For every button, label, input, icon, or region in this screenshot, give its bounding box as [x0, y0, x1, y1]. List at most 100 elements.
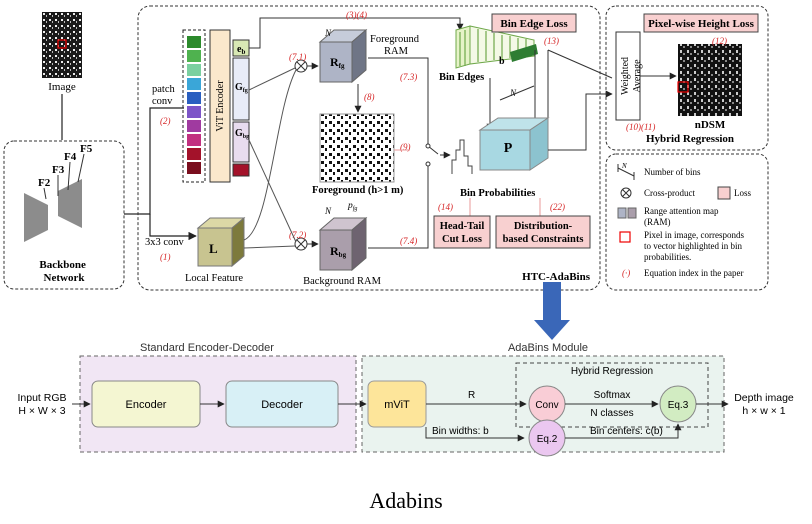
weighted-average-label: WeightedAverage: [620, 57, 643, 95]
eq-22: (22): [550, 202, 565, 212]
conv3x3-label: 3x3 conv: [145, 237, 185, 248]
legend-loss-icon: [717, 186, 731, 200]
image-label: Image: [48, 81, 76, 93]
legend-box: [605, 153, 769, 291]
gbg-box: [232, 121, 250, 163]
b-label: b: [499, 56, 505, 67]
eq-12: (12): [712, 36, 727, 46]
adabins-title: AdaBins Module: [508, 342, 588, 354]
backbone-label-line1: Backbone: [39, 259, 86, 271]
legend-cross: Cross-product: [644, 188, 695, 198]
distribution-constraints-box: [495, 215, 591, 249]
blue-down-arrow: [534, 282, 570, 340]
backbone-box: [3, 140, 125, 290]
background-ram-cube: [318, 216, 368, 272]
feature-f3: F3: [52, 164, 65, 176]
nclasses-label: N classes: [590, 408, 633, 419]
legend-ram-icon: [617, 207, 637, 219]
bin-probabilities-label: Bin Probabilities: [460, 188, 535, 199]
figure-caption: Adabins: [369, 488, 442, 513]
pixel-height-loss-box: [643, 13, 759, 33]
bin-edge-loss-box: [491, 13, 577, 33]
bin-probabilities-cube: [451, 117, 550, 174]
feature-f4: F4: [64, 151, 77, 163]
gfg-box: [232, 57, 250, 121]
r-label: R: [468, 390, 475, 401]
conv-label: Conv: [535, 400, 558, 411]
pfg-label: pfg: [347, 201, 357, 212]
htc-adabins-box: [137, 5, 601, 291]
background-ram-label: Background RAM: [303, 276, 382, 287]
rfg-label: Rfg: [330, 55, 345, 70]
eq-1: (1): [160, 252, 171, 262]
eq-3-4: (3)(4): [346, 10, 367, 20]
input-image: [42, 12, 82, 78]
eb-label: eb: [237, 44, 245, 56]
legend-eq-icon: (·): [622, 268, 630, 278]
eq-10-11: (10)(11): [626, 122, 655, 132]
legend-pixel-icon: [619, 231, 631, 243]
patch-embeddings: [187, 36, 201, 174]
foreground-caption: Foreground (h>1 m): [312, 185, 404, 196]
ndsm-image: [678, 44, 742, 116]
bin-edges-label: Bin Edges: [439, 72, 484, 83]
eq-7-2: (7.2): [289, 230, 306, 240]
softmax-label: Softmax: [594, 390, 631, 401]
eq-9: (9): [400, 142, 411, 152]
legend-bins: Number of bins: [644, 167, 701, 177]
ndsm-label: nDSM: [695, 119, 726, 131]
n-label-bg: N: [324, 206, 332, 216]
vit-encoder: [209, 29, 231, 183]
vit-output-token: [232, 163, 250, 177]
mvit-label: mViT: [384, 399, 410, 411]
eq-7-1: (7.1): [289, 52, 306, 62]
bin-edges-graphic: [455, 25, 538, 69]
gbg-label: Gbg: [235, 128, 249, 140]
local-feature-cube: [196, 216, 246, 268]
p-label: P: [504, 141, 513, 156]
gfg-label: Gfg: [235, 82, 248, 94]
feature-f2: F2: [38, 177, 51, 189]
eq-2: (2): [160, 116, 171, 126]
foreground-mask-image: [319, 113, 395, 183]
hybrid-regression-label: Hybrid Regression: [646, 133, 734, 145]
backbone-decoder-shape: [58, 179, 82, 228]
feature-f5: F5: [80, 143, 93, 155]
legend-loss: Loss: [734, 188, 752, 198]
patch-embeddings-column: [182, 29, 206, 183]
htc-label: HTC-AdaBins: [522, 271, 591, 283]
backbone-label-line2: Network: [44, 272, 86, 284]
standard-title: Standard Encoder-Decoder: [140, 342, 274, 354]
eq-7-3: (7.3): [400, 72, 417, 82]
legend-bins-icon: N: [617, 162, 635, 180]
n-label-fg: N: [324, 28, 332, 38]
legend-eqidx: Equation index in the paper: [644, 268, 743, 278]
head-tail-loss-box: [433, 215, 491, 249]
hybrid-regression-bottom-box: [515, 362, 709, 428]
legend-ram: Range attention map(RAM): [644, 206, 719, 227]
eq2-label: Eq.2: [537, 434, 558, 445]
rbg-label: Rbg: [330, 244, 347, 259]
feature-labels: F2 F3 F4 F5: [38, 143, 93, 189]
eq-8: (8): [364, 92, 375, 102]
n-label-bins: N: [509, 88, 517, 98]
backbone-encoder-shape: [24, 193, 48, 242]
encoder-label: Encoder: [126, 399, 167, 411]
local-feature-label: Local Feature: [185, 273, 243, 284]
eq-13: (13): [544, 36, 559, 46]
foreground-ram-cube: [318, 28, 368, 84]
eq3-label: Eq.3: [668, 400, 689, 411]
distribution-label: Distribution-based Constraints: [503, 221, 584, 245]
hybrid-title: Hybrid Regression: [571, 366, 653, 377]
pixel-height-loss-label: Pixel-wise Height Loss: [648, 18, 754, 30]
decoder-label: Decoder: [261, 399, 303, 411]
eq-14: (14): [438, 202, 453, 212]
